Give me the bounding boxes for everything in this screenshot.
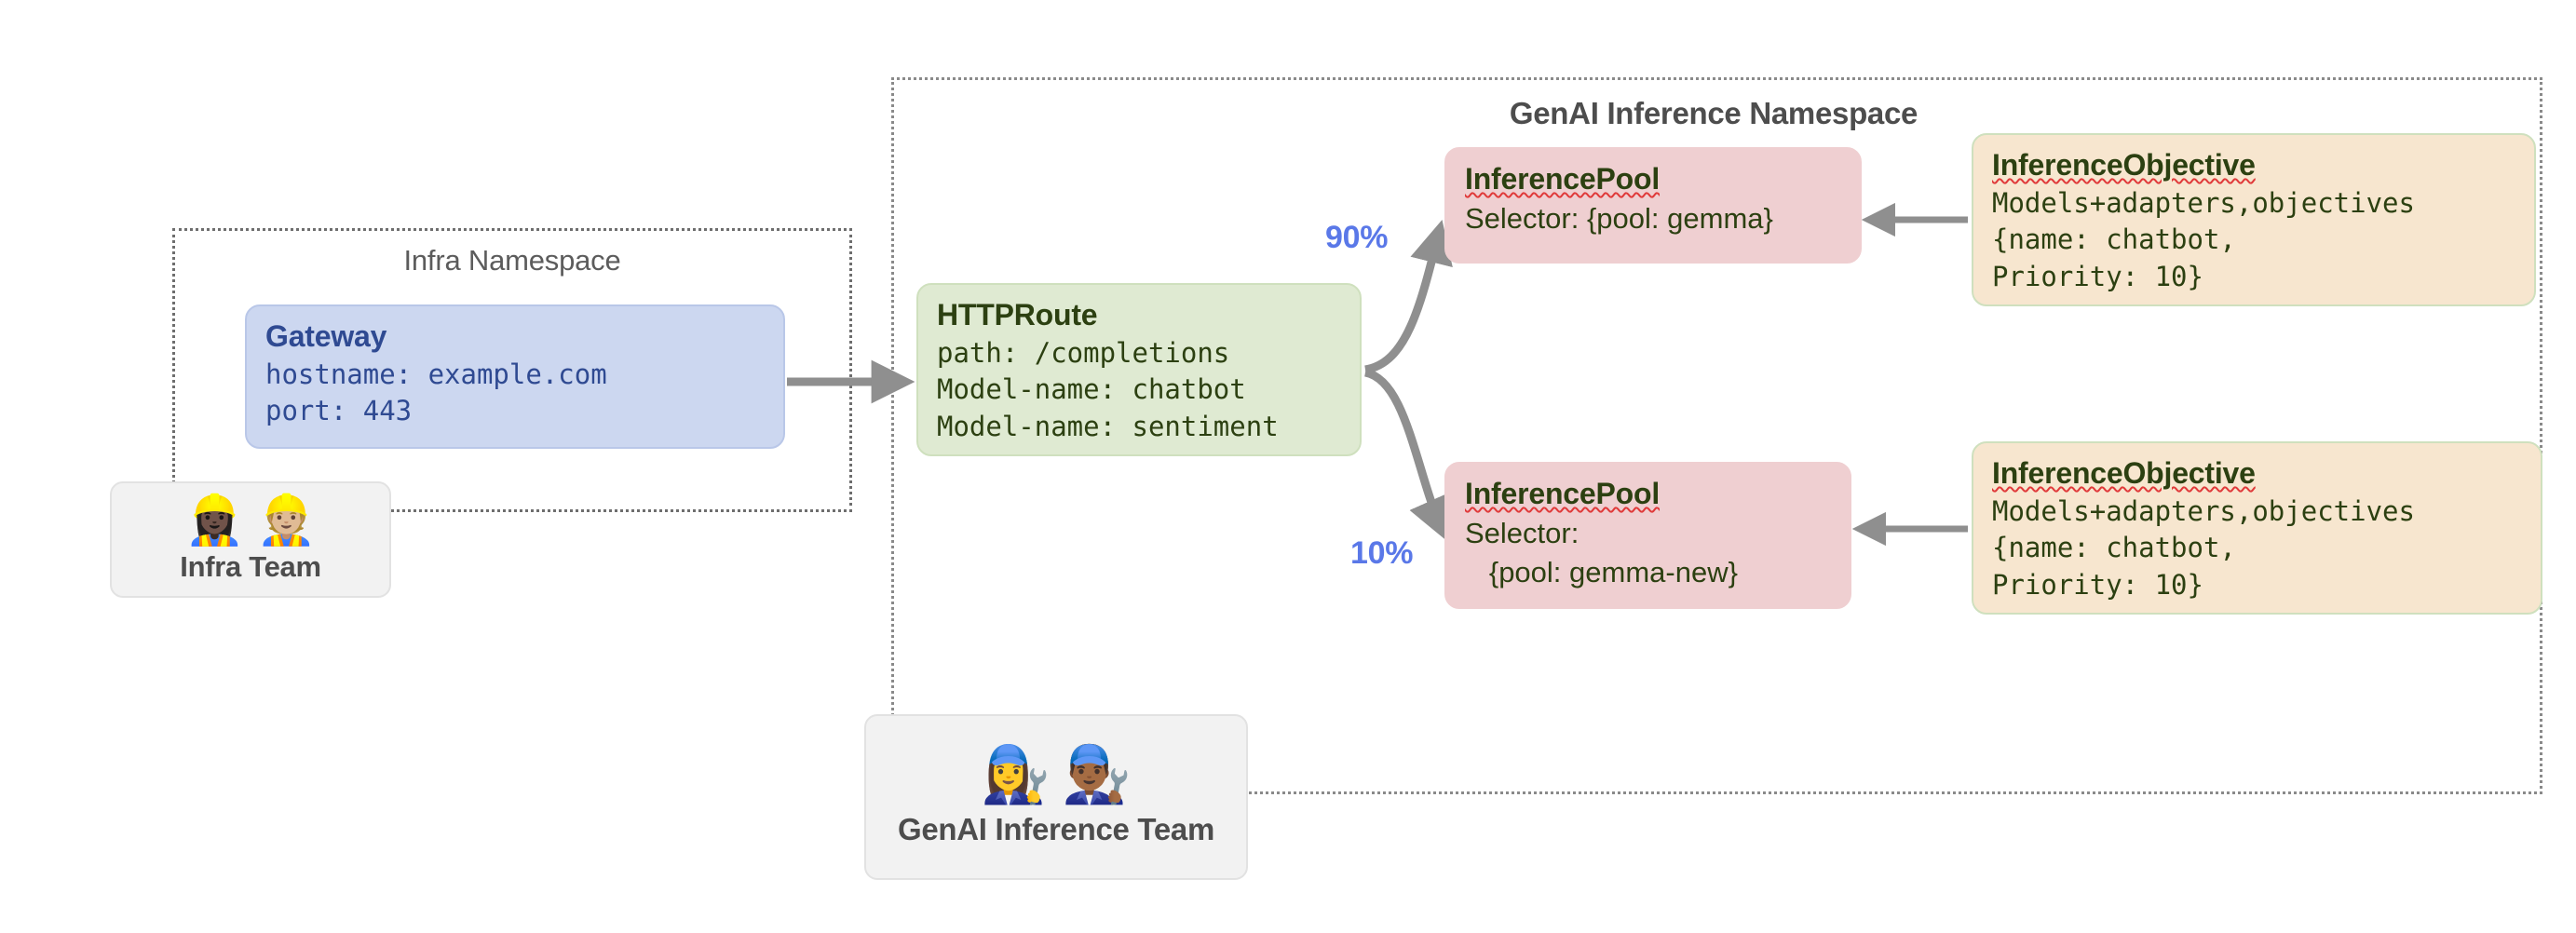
infra-namespace-title: Infra Namespace [403,244,621,277]
inferenceobjective-bottom-body: Models+adapters,objectives {name: chatbo… [1992,494,2415,601]
inferencepool-gemma-new-title: InferencePool [1465,477,1661,510]
infra-team-chip[interactable]: 👷🏿‍♀️👷🏼 Infra Team [110,481,391,598]
genai-team-avatar-icon: 👩‍🔧👨🏾‍🔧 [981,743,1143,805]
gateway-title: Gateway [265,319,387,353]
genai-namespace-boundary [891,77,2542,794]
inferencepool-gemma-new-node[interactable]: InferencePool Selector: {pool: gemma-new… [1444,462,1851,609]
inferenceobjective-bottom-title: InferenceObjective [1992,456,2256,490]
httproute-title: HTTPRoute [937,298,1098,331]
infra-namespace-boundary [172,228,852,512]
inferencepool-gemma-new-body: Selector: {pool: gemma-new} [1465,516,1738,588]
httproute-node[interactable]: HTTPRoute path: /completions Model-name:… [916,283,1362,456]
genai-team-chip[interactable]: 👩‍🔧👨🏾‍🔧 GenAI Inference Team [864,714,1248,880]
inferencepool-gemma-body: Selector: {pool: gemma} [1465,201,1773,235]
infra-team-avatar-icon: 👷🏿‍♀️👷🏼 [184,493,328,548]
genai-team-label: GenAI Inference Team [897,812,1214,846]
inferenceobjective-bottom-node[interactable]: InferenceObjective Models+adapters,objec… [1972,441,2542,615]
split-weight-10-label: 10% [1350,535,1414,571]
inferenceobjective-top-title: InferenceObjective [1992,148,2256,182]
inferenceobjective-top-body: Models+adapters,objectives {name: chatbo… [1992,186,2415,292]
gateway-node[interactable]: Gateway hostname: example.com port: 443 [245,304,785,449]
inferencepool-gemma-node[interactable]: InferencePool Selector: {pool: gemma} [1444,147,1862,264]
split-weight-90-label: 90% [1325,220,1389,255]
httproute-body: path: /completions Model-name: chatbot M… [937,336,1279,442]
inferencepool-gemma-title: InferencePool [1465,162,1661,196]
inferenceobjective-top-node[interactable]: InferenceObjective Models+adapters,objec… [1972,133,2536,306]
gateway-body: hostname: example.com port: 443 [265,358,607,427]
genai-namespace-title: GenAI Inference Namespace [1509,96,1918,130]
infra-team-label: Infra Team [180,549,321,583]
